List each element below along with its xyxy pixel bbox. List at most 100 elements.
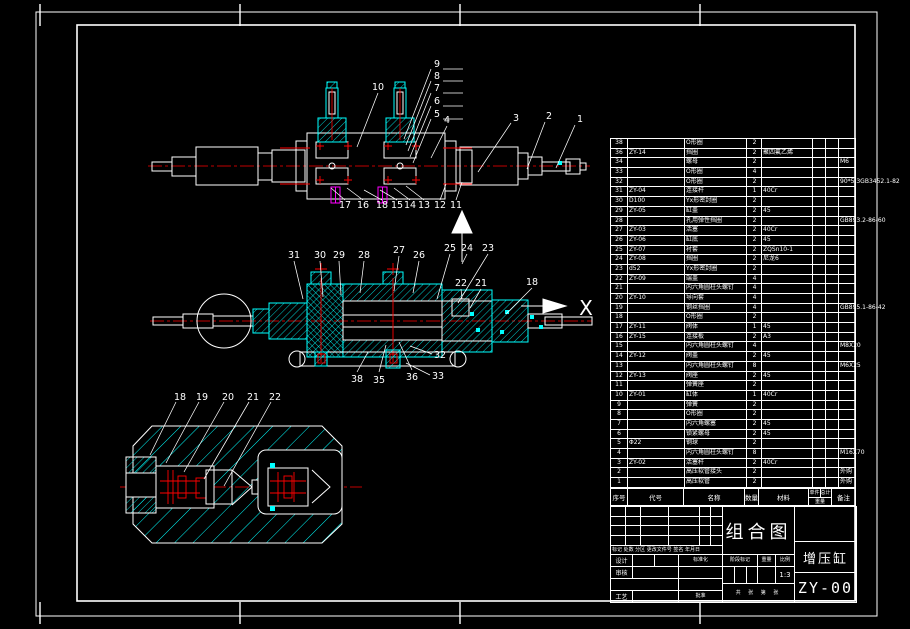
bom-cell-nm: 活塞	[684, 226, 746, 235]
bom-cell-seq: 30	[615, 197, 623, 205]
callout-6: 6	[434, 96, 440, 107]
revision-grid	[610, 506, 723, 546]
bom-cell-rmk: M6	[838, 158, 864, 168]
bom-cell-rmk	[838, 168, 864, 177]
bom-cell-qty: 2	[746, 419, 761, 429]
callout-11: 11	[450, 200, 462, 211]
bom-cell-qty: 2	[746, 352, 761, 361]
callout-35: 35	[373, 375, 385, 386]
bom-cell-rmk: GB893.2-86-60	[838, 216, 886, 226]
bom-cell-w1	[812, 177, 825, 187]
drain-plugs	[330, 186, 388, 204]
bom-cell-qty: 2	[746, 206, 761, 216]
centering-marks	[39, 4, 701, 624]
bom-cell-w2	[825, 274, 838, 284]
bom-cell-qty: 2	[746, 216, 761, 226]
bom-cell-nm: 钢球	[684, 439, 746, 448]
bom-cell-code	[627, 400, 684, 410]
bom-cell-mat	[761, 439, 812, 448]
bom-cell-w2	[825, 284, 838, 293]
bom-cell-seq: 9	[617, 400, 621, 408]
bom-cell-code: ZY-14	[627, 148, 684, 158]
bom-cell-w2	[825, 419, 838, 429]
bom-cell-rmk	[838, 439, 864, 448]
bom-cell-w1	[812, 439, 825, 448]
bom-cell-nm: Yx形密封圈	[684, 197, 746, 206]
bom-cell-w1	[812, 148, 825, 158]
bom-cell-mat: 40Cr	[761, 226, 812, 235]
bom-cell-w1	[812, 419, 825, 429]
bom-cell-w1	[812, 245, 825, 255]
bom-cell-qty: 1	[746, 390, 761, 400]
bom-cell-mat: ZQSn10-1	[761, 245, 812, 255]
bom-cell-qty: 8	[746, 449, 761, 458]
bom-cell-qty: 2	[746, 264, 761, 274]
bom-cell-code: ZY-11	[627, 323, 684, 332]
bom-cell-nm: 孔用弹性挡圈	[684, 216, 746, 226]
bom-cell-rmk	[838, 371, 864, 381]
callout-24: 24	[461, 243, 473, 254]
approve-label: 批准	[678, 590, 723, 603]
bom-cell-w2	[825, 206, 838, 216]
bom-cell-qty: 2	[746, 158, 761, 168]
bom-cell-seq: 1	[617, 478, 621, 486]
bom-cell-nm: 锁紧螺母	[684, 429, 746, 439]
callout-8: 8	[434, 71, 440, 82]
bom-header-weight-total: 总计	[819, 489, 831, 497]
bom-cell-mat	[761, 264, 812, 274]
bom-cell-code	[627, 381, 684, 390]
bom-cell-rmk: 外购	[838, 478, 864, 487]
bom-cell-rmk	[838, 235, 864, 245]
bom-cell-w2	[825, 177, 838, 187]
bom-cell-mat: 40Cr	[761, 187, 812, 197]
bom-cell-mat: 45	[761, 206, 812, 216]
bom-cell-nm: 缸底	[684, 235, 746, 245]
bom-cell-qty: 2	[746, 371, 761, 381]
bom-cell-w2	[825, 245, 838, 255]
bom-cell-rmk	[838, 400, 864, 410]
bom-cell-mat	[761, 342, 812, 352]
bom-cell-w2	[825, 332, 838, 342]
bom-cell-w1	[812, 187, 825, 197]
bom-cell-rmk: 外购	[838, 468, 864, 478]
bom-cell-code	[627, 419, 684, 429]
bom-cell-rmk	[838, 284, 864, 293]
bom-cell-code	[627, 303, 684, 313]
bom-cell-qty: 2	[746, 226, 761, 235]
bom-cell-nm: 内六角螺塞	[684, 419, 746, 429]
bom-cell-seq: 8	[617, 410, 621, 418]
bom-cell-code: ZY-13	[627, 371, 684, 381]
callout-20: 20	[222, 392, 234, 403]
callout-2: 2	[546, 111, 552, 122]
bom-cell-qty: 2	[746, 177, 761, 187]
bom-cell-seq: 26	[615, 235, 623, 243]
bom-cell-w1	[812, 255, 825, 264]
bom-cell-code: ZY-06	[627, 235, 684, 245]
callout-18: 18	[174, 392, 186, 403]
bom-cell-rmk: M16X70	[838, 449, 865, 458]
bom-cell-nm: 端盖	[684, 274, 746, 284]
bom-cell-w1	[812, 206, 825, 216]
bom-cell-code: ZY-01	[627, 390, 684, 400]
bom-cell-nm: 活塞杆	[684, 458, 746, 468]
bom-header-weight-unit: 单件	[809, 490, 820, 496]
bom-cell-w1	[812, 410, 825, 419]
bom-header-qty: 数量	[744, 489, 758, 505]
bom-cell-rmk	[838, 187, 864, 197]
bom-cell-seq: 32	[615, 177, 623, 185]
callout-21: 21	[475, 278, 487, 289]
bom-cell-code: ZY-09	[627, 274, 684, 284]
bom-cell-w1	[812, 158, 825, 168]
bom-header-material: 材料	[758, 489, 808, 505]
bom-cell-mat: 45	[761, 323, 812, 332]
leader-lines	[149, 68, 576, 487]
bom-cell-w2	[825, 226, 838, 235]
